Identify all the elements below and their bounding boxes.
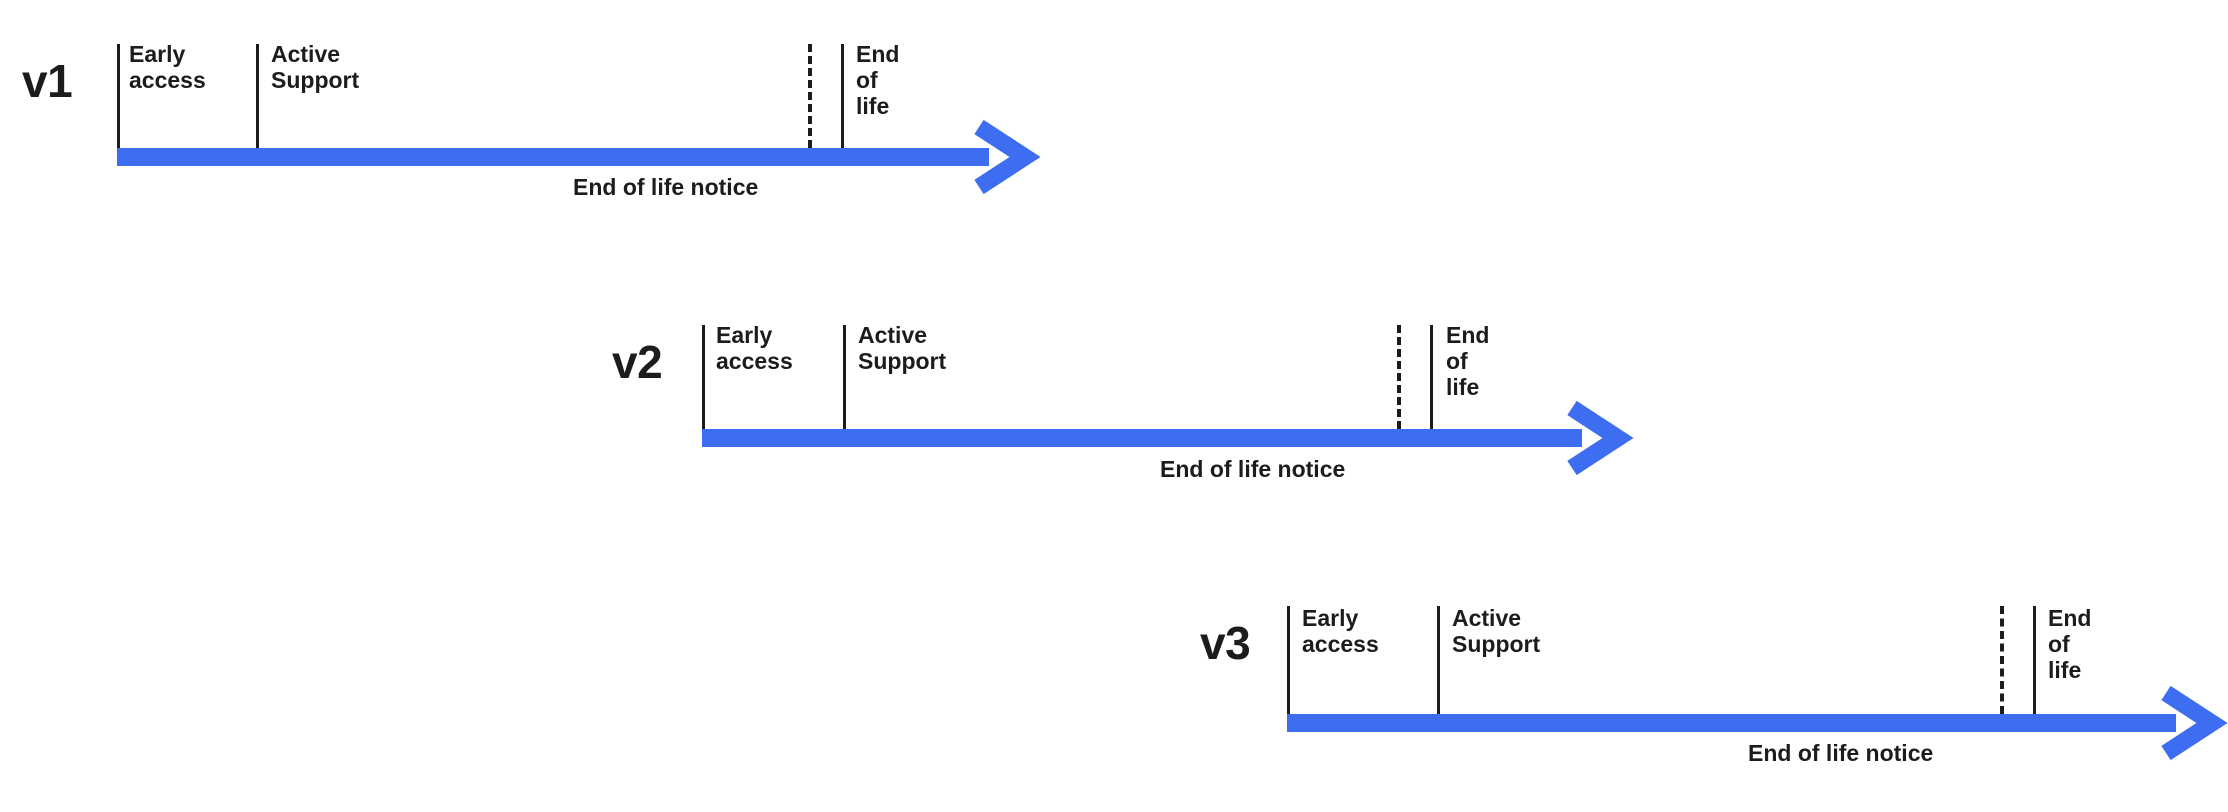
arrow-head-icon [2161,685,2228,761]
end-of-life-notice-label-v1: End of life notice [573,174,759,200]
end-of-life-marker-v1 [841,44,844,148]
arrow-shaft [1287,714,2176,732]
version-label-v2: v2 [612,336,663,388]
phase-start-tick-v3 [1287,606,1290,714]
phase-label-early-access-v2: Early access [716,322,793,374]
phase-start-tick-v2 [702,325,705,429]
version-label-v3: v3 [1200,617,1251,669]
version-label-v1: v1 [22,55,73,107]
timeline-arrow-v1 [117,119,1041,195]
phase-label-active-support-v2: Active Support [858,322,947,374]
arrow-shaft [117,148,989,166]
phase-start-tick-v1 [117,44,120,148]
phase-label-early-access-v3: Early access [1302,605,1379,657]
phase-divider-active-support-v3 [1437,606,1440,714]
timeline-arrow-v2 [702,400,1634,476]
phase-label-early-access-v1: Early access [129,41,206,93]
end-of-life-notice-marker-v2 [1397,325,1401,429]
phase-divider-active-support-v2 [843,325,846,429]
arrow-shaft [702,429,1582,447]
phase-label-end-of-life-v2: End of life [1446,322,1490,400]
end-of-life-notice-marker-v3 [2000,606,2004,714]
phase-label-active-support-v3: Active Support [1452,605,1541,657]
end-of-life-notice-label-v3: End of life notice [1748,740,1934,766]
end-of-life-notice-label-v2: End of life notice [1160,456,1346,482]
arrow-head-icon [974,119,1041,195]
arrow-head-icon [1567,400,1634,476]
end-of-life-marker-v2 [1430,325,1433,429]
end-of-life-marker-v3 [2033,606,2036,714]
phase-label-end-of-life-v1: End of life [856,41,900,119]
end-of-life-notice-marker-v1 [808,44,812,148]
phase-label-active-support-v1: Active Support [271,41,360,93]
phase-divider-active-support-v1 [256,44,259,148]
timeline-arrow-v3 [1287,685,2228,761]
phase-label-end-of-life-v3: End of life [2048,605,2092,683]
